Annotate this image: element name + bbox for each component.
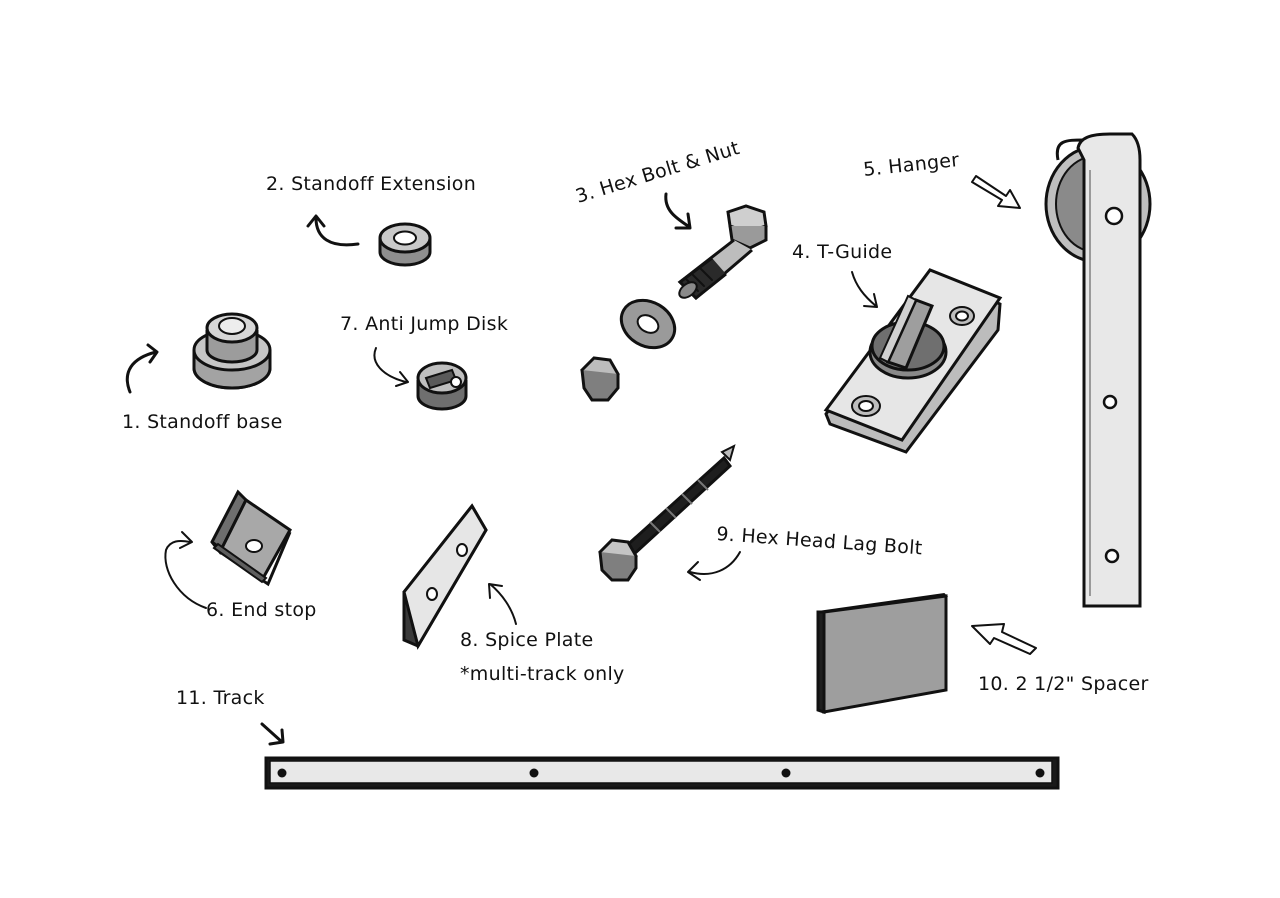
spacer-part — [816, 592, 949, 715]
standoff-extension-part — [378, 222, 432, 267]
standoff-extension-label: 2. Standoff Extension — [266, 173, 476, 195]
track-part — [264, 756, 1060, 790]
standoff-extension-arrow — [306, 214, 360, 247]
track-arrow — [260, 722, 285, 746]
washer-part — [619, 298, 677, 350]
spacer-label: 10. 2 1/2" Spacer — [978, 673, 1149, 695]
hex-bolt-part — [677, 204, 768, 301]
splice-plate-note: *multi-track only — [460, 663, 625, 685]
standoff-base-arrow — [125, 343, 159, 394]
splice-plate-part — [402, 503, 488, 650]
spacer-arrow — [971, 623, 1037, 655]
t-guide-part — [823, 268, 1003, 454]
hex-bolt-nut-label: 3. Hex Bolt & Nut — [573, 137, 742, 208]
anti-jump-disk-arrow — [373, 347, 409, 387]
end-stop-arrow — [164, 531, 207, 609]
track-label: 11. Track — [176, 687, 265, 709]
hex-nut-part — [580, 356, 620, 402]
splice-plate-label: 8. Spice Plate — [460, 629, 593, 651]
standoff-base-part — [192, 312, 272, 390]
anti-jump-disk-part — [416, 361, 468, 411]
splice-plate-arrow — [488, 583, 517, 625]
anti-jump-disk-label: 7. Anti Jump Disk — [340, 313, 508, 335]
hanger-label: 5. Hanger — [862, 149, 960, 181]
end-stop-label: 6. End stop — [206, 599, 317, 621]
t-guide-arrow — [851, 271, 878, 308]
t-guide-label: 4. T-Guide — [792, 241, 892, 263]
hex-head-lag-bolt-part — [598, 444, 736, 582]
hex-head-lag-bolt-label: 9. Hex Head Lag Bolt — [716, 523, 924, 559]
hanger-arrow — [971, 175, 1021, 209]
standoff-base-label: 1. Standoff base — [122, 411, 283, 433]
hex-bolt-nut-arrow — [664, 192, 692, 230]
end-stop-part — [210, 489, 292, 587]
hex-head-lag-bolt-arrow — [687, 551, 741, 581]
hanger-part — [1044, 132, 1152, 608]
